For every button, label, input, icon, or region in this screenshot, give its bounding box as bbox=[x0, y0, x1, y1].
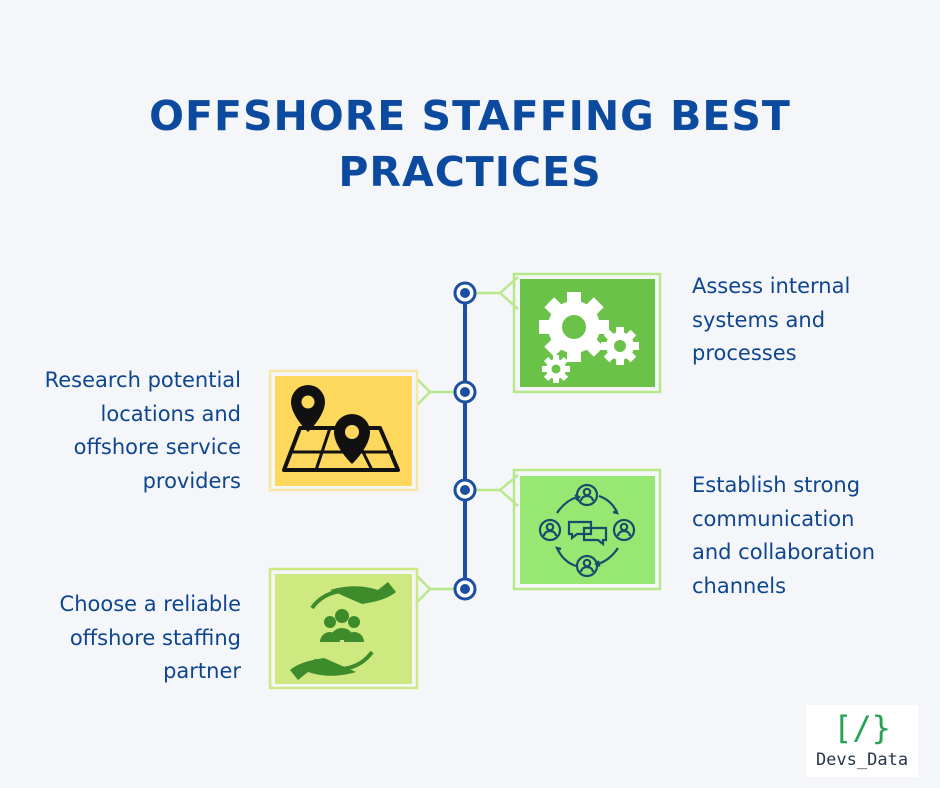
step-4-icon-box bbox=[268, 567, 419, 690]
timeline-node-2 bbox=[453, 380, 477, 404]
logo-name: Devs_Data bbox=[815, 750, 909, 770]
step-4-line-2: offshore staffing bbox=[69, 625, 241, 650]
step-1-text: Assess internal systems and processes bbox=[692, 270, 850, 371]
timeline-node-4 bbox=[453, 577, 477, 601]
step-2-line-3: offshore service bbox=[73, 435, 241, 459]
step-3-line-3: and collaboration bbox=[692, 540, 876, 564]
step-2-line-2: locations and bbox=[100, 401, 241, 426]
step-3-icon-box bbox=[512, 468, 662, 591]
title-line-2: PRACTICES bbox=[338, 148, 602, 196]
step-3-text: Establish strong communication and colla… bbox=[692, 469, 875, 603]
timeline-node-1 bbox=[453, 281, 477, 305]
step-3-line-2: communication bbox=[692, 506, 855, 531]
step-3-line-1: Establish strong bbox=[692, 473, 861, 497]
devs-data-logo: [/} Devs_Data bbox=[806, 705, 918, 777]
step-2-text: Research potential locations and offshor… bbox=[10, 364, 241, 498]
step-1-line-1: Assess internal bbox=[692, 274, 851, 298]
step-2-line-4: providers bbox=[142, 468, 241, 493]
title-line-1: OFFSHORE STAFFING BEST bbox=[149, 92, 791, 140]
step-2-icon-box bbox=[268, 369, 419, 492]
timeline-node-3 bbox=[453, 478, 477, 502]
step-2-line-1: Research potential bbox=[44, 368, 241, 392]
step-3-line-4: channels bbox=[692, 573, 787, 598]
step-1-line-3: processes bbox=[692, 341, 797, 365]
map-pins-icon bbox=[282, 385, 400, 472]
step-1-icon-box bbox=[512, 272, 662, 394]
communication-cycle-icon bbox=[538, 483, 636, 578]
step-4-line-3: partner bbox=[163, 659, 241, 683]
step-4-line-1: Choose a reliable bbox=[59, 592, 241, 616]
page-title: OFFSHORE STAFFING BEST PRACTICES bbox=[0, 88, 940, 200]
timeline-nodes bbox=[453, 281, 477, 601]
step-4-text: Choose a reliable offshore staffing part… bbox=[10, 588, 241, 689]
step-1-line-2: systems and bbox=[692, 307, 826, 332]
partnership-hands-icon bbox=[290, 582, 396, 680]
gears-icon bbox=[539, 292, 639, 383]
logo-mark-icon: [/} bbox=[833, 709, 891, 747]
